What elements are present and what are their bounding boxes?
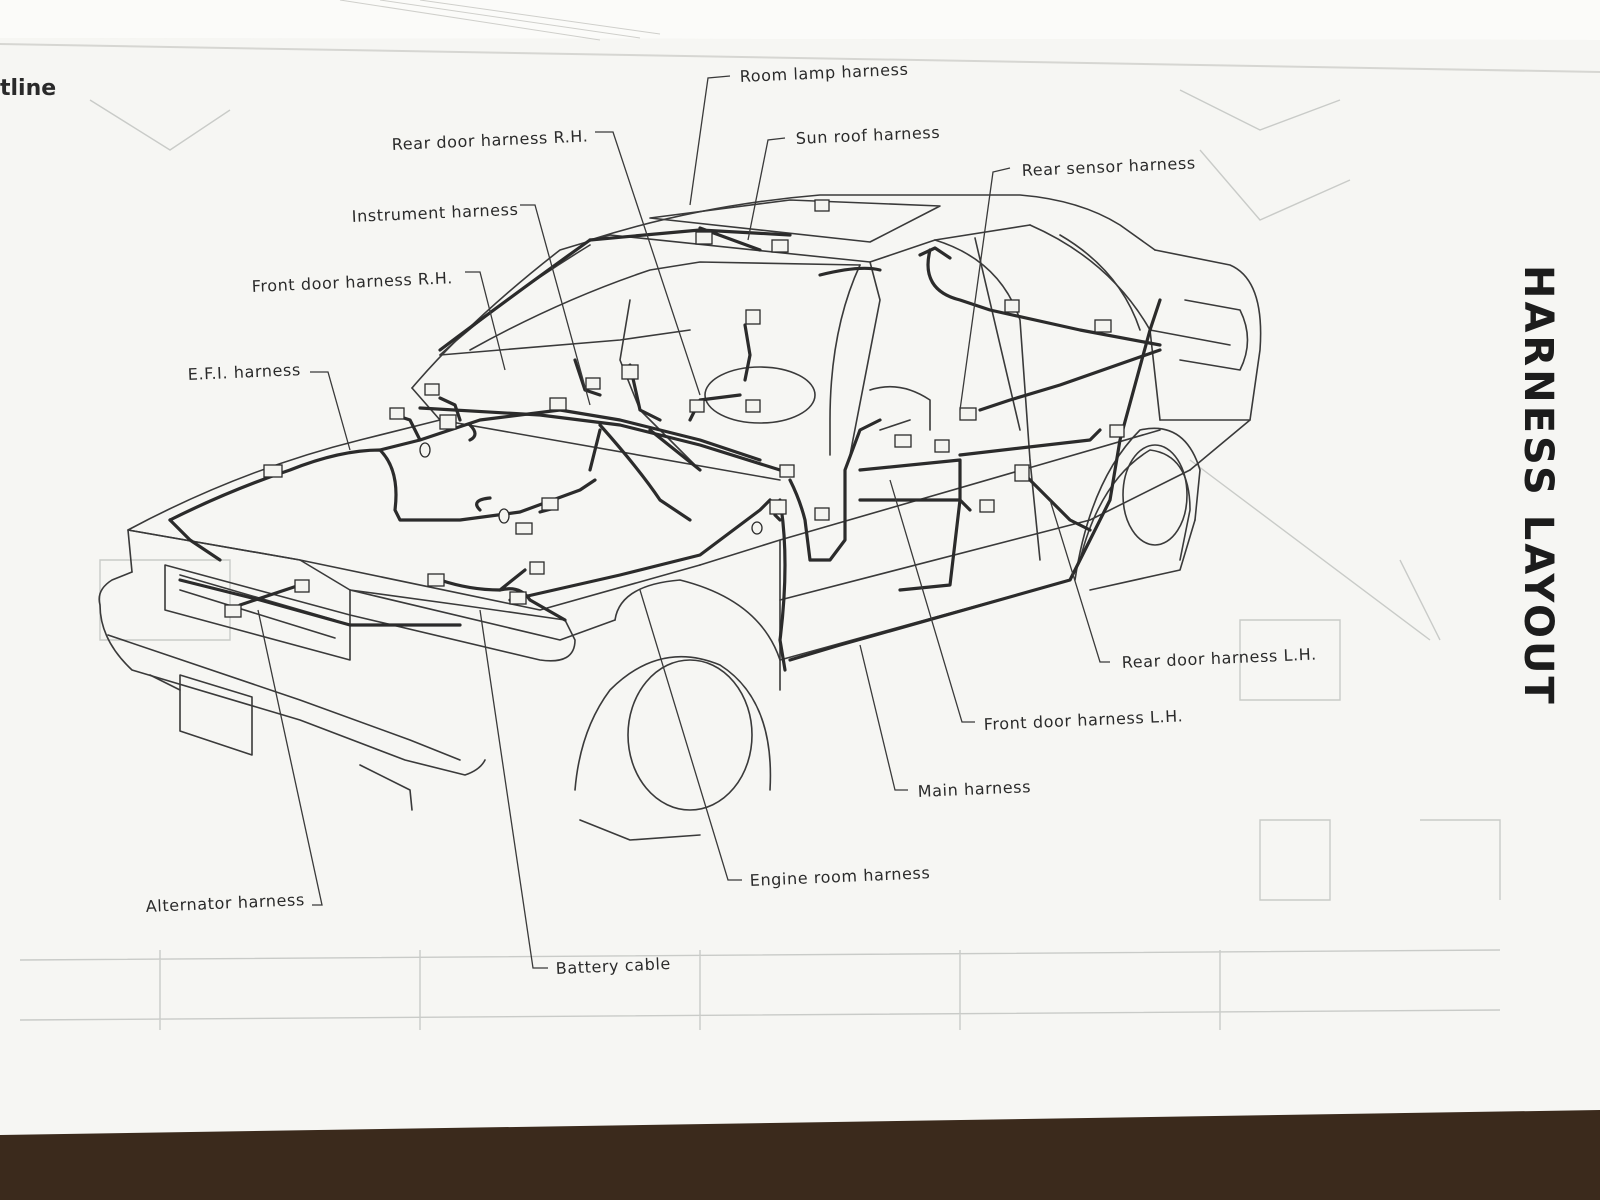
harness-connectors [224, 199, 1125, 618]
paper-page [0, 38, 1600, 1135]
bleed-through-pattern [19, 89, 1501, 1030]
previous-page-edge [0, 0, 1600, 40]
car-outline [98, 194, 1262, 841]
running-head: tline [0, 76, 56, 101]
harness-wires [168, 226, 1162, 672]
label-main-harness: Main harness [917, 777, 1031, 801]
page-title: HARNESS LAYOUT [1515, 265, 1561, 707]
leader-lines [257, 75, 1110, 969]
label-efi-harness: E.F.I. harness [187, 360, 301, 384]
